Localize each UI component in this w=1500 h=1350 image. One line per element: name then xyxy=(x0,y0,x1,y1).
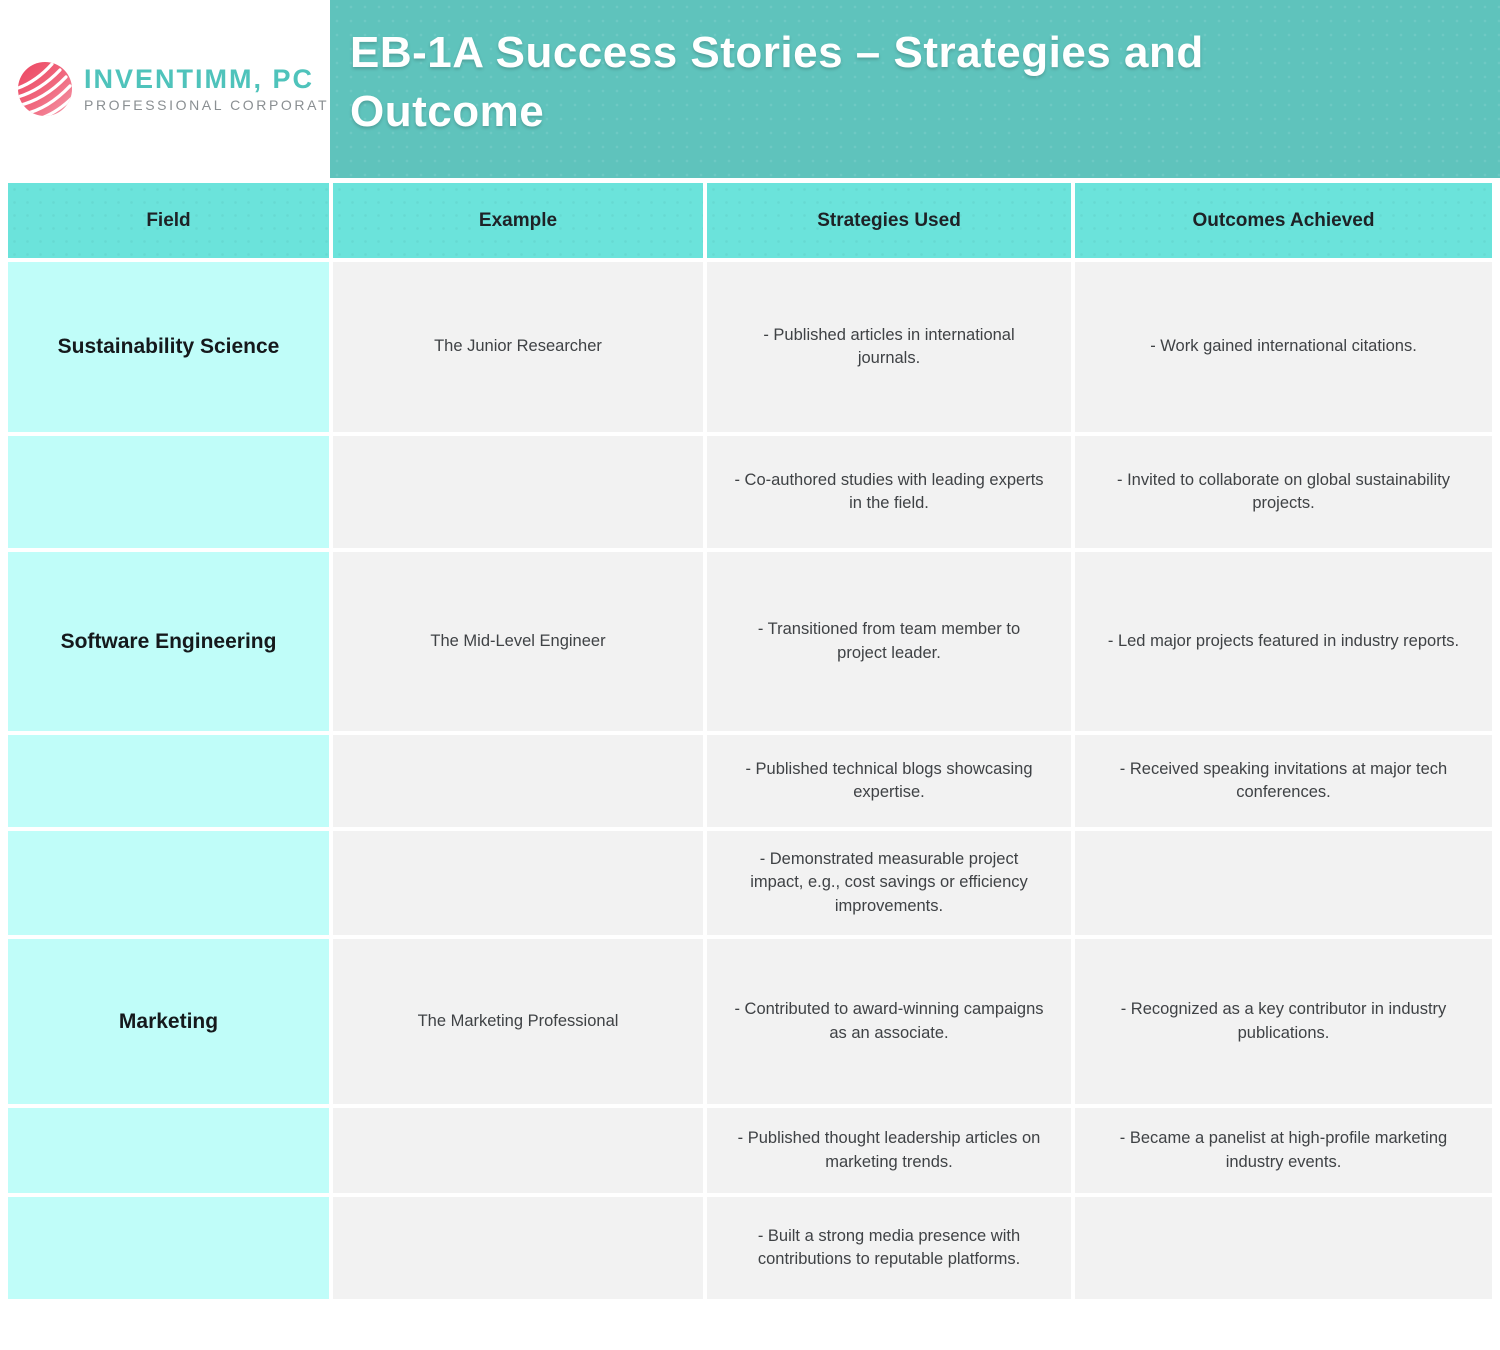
pink-swirl-circle-icon xyxy=(18,62,72,116)
column-header-1-text: Example xyxy=(478,209,558,231)
row-0-outcome-cell-text: - Work gained international citations. xyxy=(1150,337,1417,356)
row-3-strategy-cell-text: - Published technical blogs showcasing e… xyxy=(745,759,1033,801)
row-1-outcome-cell: - Invited to collaborate on global susta… xyxy=(1075,436,1492,548)
row-6-example-cell xyxy=(333,1108,703,1193)
row-5-strategy-cell: - Contributed to award-winning campaigns… xyxy=(707,939,1071,1104)
row-1-strategy-cell-text: - Co-authored studies with leading exper… xyxy=(734,470,1044,512)
row-0-strategy-cell: - Published articles in international jo… xyxy=(707,262,1071,432)
logo-text: INVENTIMM, PC PROFESSIONAL CORPORATION xyxy=(84,63,362,113)
logo-area: INVENTIMM, PC PROFESSIONAL CORPORATION xyxy=(0,0,359,178)
row-2-field-cell-text: Software Engineering xyxy=(60,629,277,653)
row-1-field-cell xyxy=(8,436,329,548)
column-header-2: Strategies Used xyxy=(707,183,1071,258)
row-4-field-cell xyxy=(8,831,329,935)
row-6-outcome-cell: - Became a panelist at high-profile mark… xyxy=(1075,1108,1492,1193)
row-3-strategy-cell: - Published technical blogs showcasing e… xyxy=(707,735,1071,827)
row-7-strategy-cell: - Built a strong media presence with con… xyxy=(707,1197,1071,1299)
row-6-field-cell xyxy=(8,1108,329,1193)
row-7-example-cell xyxy=(333,1197,703,1299)
row-2-example-cell-text: The Mid-Level Engineer xyxy=(430,631,606,650)
row-0-outcome-cell: - Work gained international citations. xyxy=(1075,262,1492,432)
column-header-2-text: Strategies Used xyxy=(817,209,961,231)
column-header-0-text: Field xyxy=(146,209,191,231)
row-4-strategy-cell-text: - Demonstrated measurable project impact… xyxy=(750,849,1028,915)
row-5-outcome-cell: - Recognized as a key contributor in ind… xyxy=(1075,939,1492,1104)
row-3-outcome-cell: - Received speaking invitations at major… xyxy=(1075,735,1492,827)
page-header: INVENTIMM, PC PROFESSIONAL CORPORATION E… xyxy=(0,0,1500,178)
row-5-field-cell-text: Marketing xyxy=(118,1009,219,1033)
row-3-outcome-cell-text: - Received speaking invitations at major… xyxy=(1119,759,1448,801)
row-2-strategy-cell: - Transitioned from team member to proje… xyxy=(707,552,1071,731)
row-5-outcome-cell-text: - Recognized as a key contributor in ind… xyxy=(1120,1000,1447,1042)
success-stories-table: Field Example Strategies Used Outcomes Achi… xyxy=(8,183,1492,1299)
row-5-field-cell: Marketing xyxy=(8,939,329,1104)
title-banner: EB-1A Success Stories – Strategies and O… xyxy=(330,0,1500,178)
row-1-example-cell xyxy=(333,436,703,548)
company-name: INVENTIMM, PC xyxy=(84,63,315,94)
row-0-field-cell: Sustainability Science xyxy=(8,262,329,432)
row-5-example-cell: The Marketing Professional xyxy=(333,939,703,1104)
row-6-outcome-cell-text: - Became a panelist at high-profile mark… xyxy=(1119,1129,1448,1171)
row-0-strategy-cell-text: - Published articles in international jo… xyxy=(763,325,1015,367)
column-header-1: Example xyxy=(333,183,703,258)
row-4-outcome-cell xyxy=(1075,831,1492,935)
row-7-outcome-cell xyxy=(1075,1197,1492,1299)
company-subtitle: PROFESSIONAL CORPORATION xyxy=(84,96,362,113)
column-header-3: Outcomes Achieved xyxy=(1075,183,1492,258)
row-7-strategy-cell-text: - Built a strong media presence with con… xyxy=(757,1226,1021,1268)
row-4-example-cell xyxy=(333,831,703,935)
page-title: EB-1A Success Stories – Strategies and O… xyxy=(350,28,1204,136)
row-0-example-cell: The Junior Researcher xyxy=(333,262,703,432)
column-header-3-text: Outcomes Achieved xyxy=(1192,209,1375,231)
row-2-example-cell: The Mid-Level Engineer xyxy=(333,552,703,731)
row-3-example-cell xyxy=(333,735,703,827)
company-logo: INVENTIMM, PC PROFESSIONAL CORPORATION xyxy=(18,62,362,116)
row-2-outcome-cell-text: - Led major projects featured in industr… xyxy=(1107,631,1460,650)
row-2-strategy-cell-text: - Transitioned from team member to proje… xyxy=(757,620,1021,662)
row-0-example-cell-text: The Junior Researcher xyxy=(434,337,602,356)
row-4-strategy-cell: - Demonstrated measurable project impact… xyxy=(707,831,1071,935)
row-1-strategy-cell: - Co-authored studies with leading exper… xyxy=(707,436,1071,548)
row-2-outcome-cell: - Led major projects featured in industr… xyxy=(1075,552,1492,731)
row-2-field-cell: Software Engineering xyxy=(8,552,329,731)
row-3-field-cell xyxy=(8,735,329,827)
row-6-strategy-cell: - Published thought leadership articles … xyxy=(707,1108,1071,1193)
column-header-0: Field xyxy=(8,183,329,258)
row-0-field-cell-text: Sustainability Science xyxy=(57,335,280,358)
row-7-field-cell xyxy=(8,1197,329,1299)
row-5-strategy-cell-text: - Contributed to award-winning campaigns… xyxy=(734,1000,1044,1042)
row-5-example-cell-text: The Marketing Professional xyxy=(417,1011,619,1030)
row-1-outcome-cell-text: - Invited to collaborate on global susta… xyxy=(1117,470,1450,512)
row-6-strategy-cell-text: - Published thought leadership articles … xyxy=(737,1129,1041,1171)
